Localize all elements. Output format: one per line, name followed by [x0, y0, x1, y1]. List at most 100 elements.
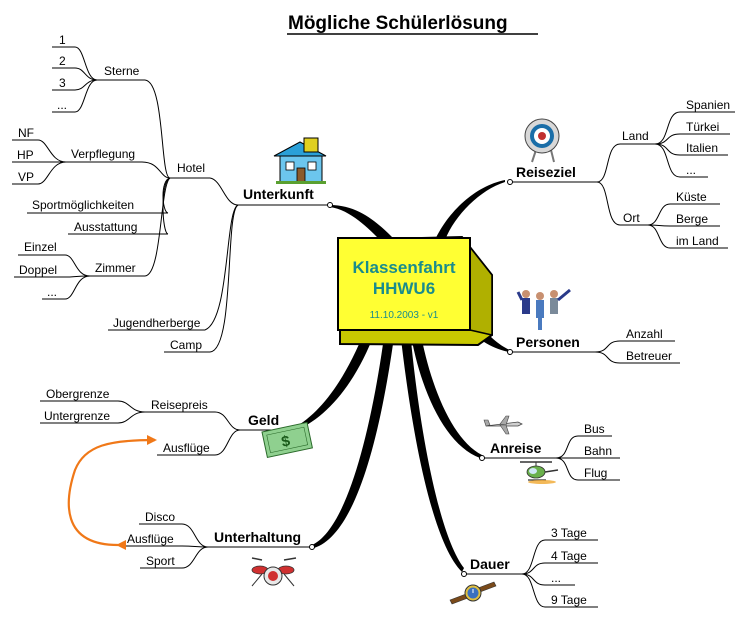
leaf-spanien[interactable]: Spanien: [686, 98, 730, 112]
node-hotel[interactable]: Hotel: [170, 161, 210, 179]
leaf-sterne-2[interactable]: 2: [59, 54, 66, 68]
link-arrow-ausfluege: [67, 435, 157, 551]
leaf-flug[interactable]: Flug: [584, 466, 607, 480]
node-jugendherberge[interactable]: Jugendherberge: [108, 316, 205, 331]
leaf-unterhaltung-ausfluege[interactable]: Ausflüge: [127, 532, 174, 546]
branch-unterhaltung-trunk: [312, 330, 395, 548]
branch-reiseziel-trunk: [435, 180, 505, 240]
leaf-vp[interactable]: VP: [18, 170, 34, 184]
label-ort: Ort: [623, 211, 640, 225]
leaf-untergrenze[interactable]: Untergrenze: [44, 409, 110, 423]
connector: [37, 161, 67, 185]
leaf-tuerkei[interactable]: Türkei: [686, 120, 719, 134]
leaf-bus[interactable]: Bus: [584, 422, 605, 436]
node-dot: [507, 349, 513, 355]
leaf-nf[interactable]: NF: [18, 126, 34, 140]
drums-icon: [251, 557, 297, 587]
node-ausstattung[interactable]: Ausstattung: [68, 220, 168, 235]
leaf-berge[interactable]: Berge: [676, 212, 708, 226]
connector: [596, 181, 621, 226]
connector: [37, 139, 67, 163]
connector: [117, 411, 146, 424]
airplane-icon: [483, 415, 523, 435]
node-anreise[interactable]: Anreise: [479, 440, 557, 461]
connector: [74, 46, 98, 81]
leaf-einzel[interactable]: Einzel: [24, 240, 57, 254]
node-ort[interactable]: Ort: [620, 211, 648, 226]
connector: [555, 457, 579, 481]
center-subtitle: 11.10.2003 - v1: [370, 310, 439, 321]
label-hotel: Hotel: [177, 161, 205, 175]
helicopter-icon: [520, 461, 559, 484]
label-unterkunft: Unterkunft: [243, 186, 314, 202]
people-icon: [516, 288, 571, 330]
leaf-bahn[interactable]: Bahn: [584, 444, 612, 458]
leaf-obergrenze[interactable]: Obergrenze: [46, 387, 110, 401]
node-camp[interactable]: Camp: [164, 338, 210, 353]
label-personen: Personen: [516, 334, 580, 350]
leaf-im-land[interactable]: im Land: [676, 234, 719, 248]
leaf-sterne-1[interactable]: 1: [59, 33, 66, 47]
sterne-items: 1 2 3 ...: [52, 33, 75, 113]
center-node[interactable]: Klassenfahrt HHWU6 11.10.2003 - v1: [337, 235, 493, 347]
leaf-dauer-more[interactable]: ...: [551, 571, 561, 585]
node-reisepreis[interactable]: Reisepreis: [145, 398, 215, 413]
leaf-kueste[interactable]: Küste: [676, 190, 707, 204]
leaf-4-tage[interactable]: 4 Tage: [551, 549, 587, 563]
leaf-disco[interactable]: Disco: [145, 510, 175, 524]
leaf-zimmer-more[interactable]: ...: [47, 285, 57, 299]
label-reisepreis: Reisepreis: [151, 398, 208, 412]
connector: [647, 203, 671, 226]
label-anreise: Anreise: [490, 440, 542, 456]
label-geld: Geld: [248, 412, 279, 428]
leaf-9-tage[interactable]: 9 Tage: [551, 593, 587, 607]
connector: [141, 161, 171, 179]
leaf-italien[interactable]: Italien: [686, 141, 718, 155]
node-sportmoeglichkeiten[interactable]: Sportmöglichkeiten: [27, 198, 168, 214]
connector: [144, 79, 171, 179]
label-dauer: Dauer: [470, 556, 510, 572]
connector: [594, 340, 621, 353]
label-jugendherberge: Jugendherberge: [113, 316, 201, 330]
connector: [214, 411, 241, 431]
leaf-sterne-3[interactable]: 3: [59, 76, 66, 90]
node-verpflegung[interactable]: Verpflegung: [66, 147, 142, 163]
node-sterne[interactable]: Sterne: [97, 64, 145, 81]
node-dot: [507, 179, 513, 185]
verpflegung-items: NF HP VP: [12, 126, 38, 185]
branch-unterkunft-trunk: [330, 205, 395, 245]
leaf-land-more[interactable]: ...: [686, 163, 696, 177]
dauer-items: 3 Tage 4 Tage ... 9 Tage: [545, 526, 598, 608]
land-items: Spanien Türkei Italien ...: [680, 98, 735, 178]
branch-geld-trunk: [290, 330, 375, 432]
node-dot: [309, 544, 315, 550]
connector: [654, 111, 681, 145]
node-zimmer[interactable]: Zimmer: [90, 261, 145, 277]
leaf-hp[interactable]: HP: [17, 148, 34, 162]
leaf-anzahl[interactable]: Anzahl: [626, 327, 663, 341]
connector: [596, 143, 621, 183]
connector: [117, 400, 146, 413]
connector: [209, 177, 239, 206]
node-unterkunft[interactable]: Unterkunft: [238, 186, 333, 208]
node-reiseziel[interactable]: Reiseziel: [507, 164, 598, 185]
leaf-3-tage[interactable]: 3 Tage: [551, 526, 587, 540]
node-dot: [461, 571, 467, 577]
personen-items: Anzahl Betreuer: [620, 327, 680, 364]
connector: [521, 573, 546, 586]
leaf-sport[interactable]: Sport: [146, 554, 175, 568]
node-dauer[interactable]: Dauer: [461, 556, 523, 577]
connector: [144, 177, 171, 277]
leaf-doppel[interactable]: Doppel: [19, 263, 57, 277]
node-personen[interactable]: Personen: [507, 334, 596, 355]
center-title-line1: Klassenfahrt: [353, 258, 456, 277]
connector: [181, 546, 209, 569]
label-camp: Camp: [170, 338, 202, 352]
connector: [209, 204, 239, 353]
leaf-sterne-more[interactable]: ...: [57, 98, 67, 112]
leaf-betreuer[interactable]: Betreuer: [626, 349, 672, 363]
node-land[interactable]: Land: [620, 129, 655, 145]
node-unterhaltung[interactable]: Unterhaltung: [208, 529, 315, 550]
node-geld-ausfluege[interactable]: Ausflüge: [157, 441, 215, 456]
